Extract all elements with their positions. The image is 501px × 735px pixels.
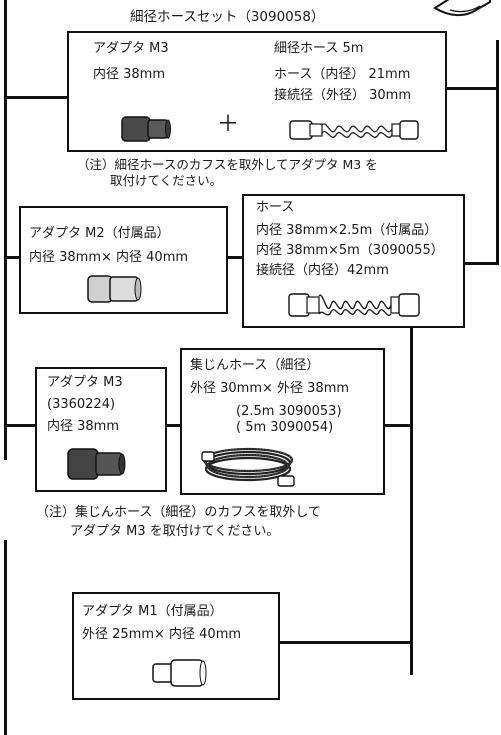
adapter-m3-inner: 内径 38mm — [93, 67, 166, 82]
hose-line3: 接続径（内径）42mm — [256, 263, 389, 278]
left-main-line — [4, 0, 7, 460]
adapter-m3-icon — [121, 116, 171, 142]
hose-title: ホース — [256, 200, 295, 215]
connector-hose-down — [410, 325, 413, 675]
dust-hose-title: 集じんホース（細径） — [190, 358, 320, 373]
hose-line2: 内径 38mm×5m（3090055） — [256, 243, 444, 258]
connector-m2-hose — [226, 256, 244, 259]
plus-sign: ＋ — [217, 112, 240, 137]
adapter-m2-name: アダプタ M2（付属品） — [29, 226, 170, 241]
adapter-m1-box: アダプタ M1（付属品） 外径 25mm× 内径 40mm — [72, 592, 280, 700]
adapter-m1-name: アダプタ M1（付属品） — [82, 604, 223, 619]
hose-line1: 内径 38mm×2.5m（付属品） — [256, 223, 438, 238]
adapter-m1-spec: 外径 25mm× 内径 40mm — [82, 627, 242, 642]
connector-m3-left — [4, 424, 36, 427]
connector-m3-dust — [165, 424, 182, 427]
adapter-m3-box-spec: 内径 38mm — [47, 419, 120, 434]
adapter-m3-box-code: (3360224) — [47, 397, 116, 412]
adapter-m2-spec: 内径 38mm× 内径 40mm — [29, 250, 189, 265]
connector-dust-right — [383, 424, 411, 427]
left-lower-line — [4, 540, 7, 735]
note1-line1: （注）細径ホースのカフスを取外してアダプタ M3 を — [77, 157, 378, 172]
small-hose-joint: 接続径（外径） 30mm — [274, 88, 412, 103]
note2-line1: （注）集じんホース（細径）のカフスを取外して — [36, 505, 321, 520]
adapter-m3-large-icon — [67, 448, 126, 480]
right-main-line — [496, 40, 499, 265]
adapter-m2-box: アダプタ M2（付属品） 内径 38mm× 内径 40mm — [19, 206, 228, 314]
adapter-m2-icon — [87, 275, 142, 303]
hose-box: ホース 内径 38mm×2.5m（付属品） 内径 38mm×5m（3090055… — [242, 194, 465, 328]
connector-m1-right — [278, 641, 412, 644]
coiled-hose-icon — [201, 447, 295, 487]
small-hose-inner: ホース（内径） 21mm — [274, 67, 411, 82]
small-hose-set-box: アダプタ M3 内径 38mm 細径ホース 5m ホース（内径） 21mm 接続… — [67, 31, 447, 152]
dust-hose-spec: 外径 30mm× 外径 38mm — [190, 381, 350, 396]
small-hose-icon — [289, 120, 419, 140]
adapter-m3-box: アダプタ M3 (3360224) 内径 38mm — [35, 367, 167, 492]
tool-corner-icon — [433, 0, 491, 16]
note2-line2: アダプタ M3 を取付けてください。 — [70, 524, 280, 539]
connector-top-left — [4, 96, 68, 99]
set-title: 細径ホースセット（3090058） — [130, 9, 325, 25]
hose-icon — [288, 293, 420, 317]
connector-top-right — [446, 87, 498, 90]
note1-line2: 取付けてください。 — [110, 173, 223, 188]
adapter-m3-name: アダプタ M3 — [93, 41, 169, 56]
adapter-m3-box-name: アダプタ M3 — [47, 375, 123, 390]
connector-m2-left — [4, 256, 20, 259]
connector-hose-right — [463, 262, 498, 265]
adapter-m1-icon — [152, 659, 207, 687]
small-hose-name: 細径ホース 5m — [274, 41, 364, 56]
dust-hose-box: 集じんホース（細径） 外径 30mm× 外径 38mm (2.5m 309005… — [180, 348, 385, 495]
dust-hose-code1: (2.5m 3090053) — [236, 404, 342, 419]
dust-hose-code2: ( 5m 3090054) — [236, 420, 334, 435]
